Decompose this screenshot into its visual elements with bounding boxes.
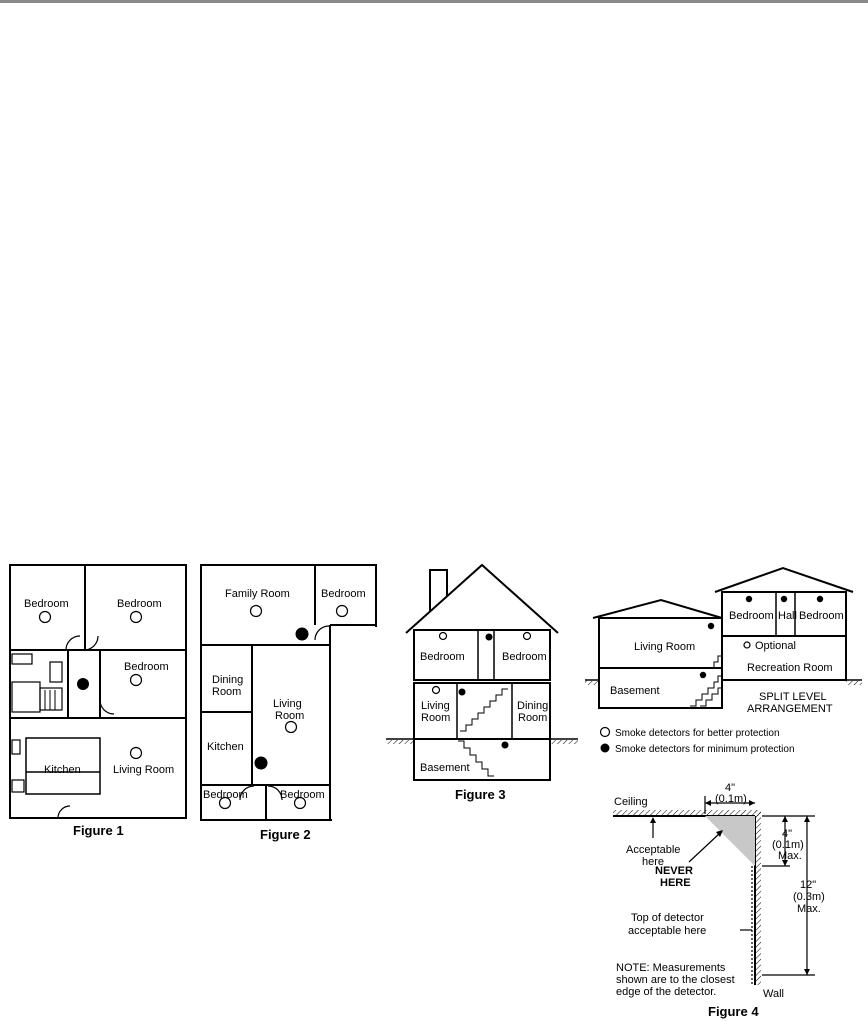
fig4-dim-right-3: Max.: [778, 850, 802, 862]
fig1-caption: Figure 1: [73, 823, 124, 838]
fig2-label-bedroom: Bedroom: [321, 588, 366, 600]
fig4-wall: Wall: [763, 988, 784, 1000]
split-label-recreation-room: Recreation Room: [747, 662, 833, 674]
detector-better: [218, 796, 232, 810]
top-rule: [0, 0, 868, 3]
legend-better: Smoke detectors for better protection: [615, 728, 780, 739]
detector-better: [293, 796, 307, 810]
filled-circle-icon: [600, 743, 610, 753]
fig3-label-room: Room: [421, 712, 450, 724]
detector-better: [284, 720, 298, 734]
detector-better: [431, 685, 441, 695]
fig4-dim-right-1: 4": [782, 828, 792, 840]
fig1-outline: [9, 564, 187, 819]
detector-better: [335, 604, 349, 618]
detector-minimum: [485, 633, 493, 641]
fig4-dim-top-1: 4": [725, 782, 735, 794]
split-label-living-room: Living Room: [634, 641, 695, 653]
fig2-label-family-room: Family Room: [225, 588, 290, 600]
fig4-never-1: NEVER: [655, 865, 693, 877]
fig2-label-living: Living: [273, 698, 302, 710]
fig4-caption: Figure 4: [708, 1004, 759, 1019]
detector-minimum: [745, 595, 753, 603]
fig2-label-room: Room: [275, 710, 304, 722]
figure-4: [613, 796, 815, 985]
fig4-note-1: NOTE: Measurements: [616, 962, 726, 974]
detector-better: [249, 604, 263, 618]
fig1-label-bedroom: Bedroom: [117, 598, 162, 610]
open-circle-icon: [599, 726, 611, 738]
detector-minimum: [77, 678, 89, 690]
detector-minimum: [295, 627, 309, 641]
split-label-hall: Hall: [778, 610, 797, 622]
fig2-caption: Figure 2: [260, 827, 311, 842]
detector-better: [129, 610, 143, 624]
figure-1: [9, 564, 187, 819]
fig4-acceptable-2: here: [642, 856, 664, 868]
fig4-ceiling: Ceiling: [614, 796, 648, 808]
split-label-bedroom: Bedroom: [729, 610, 774, 622]
fig4-dim-long-3: Max.: [797, 903, 821, 915]
detector-minimum: [699, 671, 707, 679]
never-here-zone: [705, 816, 755, 866]
detector-better: [438, 631, 448, 641]
fig3-label-room: Room: [518, 712, 547, 724]
split-label-basement: Basement: [610, 685, 660, 697]
fig3-label-dining: Dining: [517, 700, 548, 712]
fig4-dim-top-2: (0.1m): [715, 793, 747, 805]
fig4-note-3: edge of the detector.: [616, 986, 716, 998]
split-level-diagram: [585, 566, 862, 709]
fig2-label-dining: Dining: [212, 674, 243, 686]
fig2-label-bedroom: Bedroom: [203, 789, 248, 801]
fig4-acceptable-1: Acceptable: [626, 844, 680, 856]
fig3-label-bedroom: Bedroom: [420, 651, 465, 663]
fig4-dim-long-2: (0.3m): [793, 891, 825, 903]
fig3-caption: Figure 3: [455, 787, 506, 802]
detector-minimum: [707, 622, 715, 630]
figure-3: [386, 563, 578, 781]
fig2-label-room: Room: [212, 686, 241, 698]
split-label-bedroom: Bedroom: [799, 610, 844, 622]
split-title-line-1: SPLIT LEVEL: [759, 691, 827, 703]
split-title-line-2: ARRANGEMENT: [747, 703, 833, 715]
legend: [599, 726, 611, 753]
fig1-label-living-room: Living Room: [113, 764, 174, 776]
fig1-label-bedroom: Bedroom: [24, 598, 69, 610]
fig4-top-detector-2: acceptable here: [628, 925, 706, 937]
fig3-label-living: Living: [421, 700, 450, 712]
fig3-label-basement: Basement: [420, 762, 470, 774]
legend-minimum: Smoke detectors for minimum protection: [615, 744, 795, 755]
fig3-label-bedroom: Bedroom: [502, 651, 547, 663]
fig2-label-bedroom: Bedroom: [280, 789, 325, 801]
fig2-label-kitchen: Kitchen: [207, 741, 244, 753]
fig4-never-2: HERE: [660, 877, 691, 889]
split-label-optional: Optional: [755, 640, 796, 652]
detector-better: [38, 610, 52, 624]
figure-2: [200, 564, 378, 822]
detector-better: [129, 673, 143, 687]
fig4-top-detector-1: Top of detector: [631, 912, 704, 924]
detector-minimum: [816, 595, 824, 603]
detector-better: [743, 641, 751, 649]
fig4-dim-right-2: (0.1m): [772, 839, 804, 851]
fig4-dim-long-1: 12": [800, 879, 816, 891]
detector-minimum: [501, 741, 509, 749]
fig1-label-bedroom: Bedroom: [124, 661, 169, 673]
fig4-note-2: shown are to the closest: [616, 974, 735, 986]
detector-better: [522, 631, 532, 641]
detector-minimum: [458, 688, 466, 696]
detector-minimum: [780, 595, 788, 603]
fig1-label-kitchen: Kitchen: [44, 764, 81, 776]
detector-minimum: [254, 756, 268, 770]
detector-better: [129, 746, 143, 760]
